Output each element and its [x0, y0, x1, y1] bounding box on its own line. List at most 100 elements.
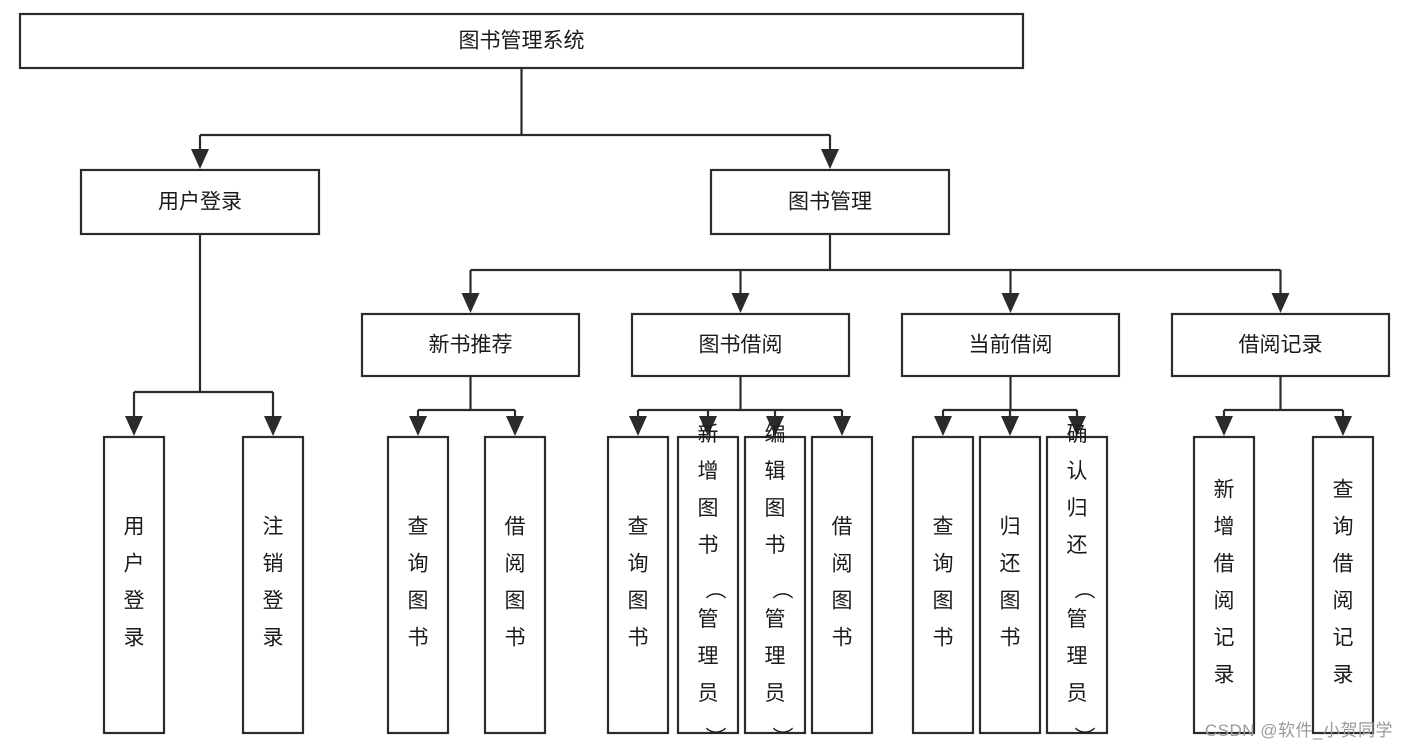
node-box-new-book-recommend [360, 312, 581, 378]
node-box-current-borrow [900, 312, 1121, 378]
node-label-leaf-confirm-return-admin: 认 [1067, 460, 1088, 483]
node-box-leaf-user-login [102, 435, 166, 735]
node-box-leaf-add-book-admin [676, 435, 740, 735]
node-label-leaf-return-book: 图 [1000, 590, 1021, 613]
node-label-leaf-query-book-borrow: 查 [628, 516, 649, 539]
node-label-new-book-recommend: 新书推荐 [429, 334, 513, 357]
node-label-leaf-edit-book-admin: ） [770, 727, 793, 747]
node-label-leaf-query-book-recommend: 查 [408, 516, 429, 539]
node-label-leaf-return-book: 归 [1000, 516, 1021, 539]
node-book-borrow[interactable]: 图书借阅 [630, 312, 851, 378]
edge-arrowhead [766, 416, 784, 436]
node-label-current-borrow: 当前借阅 [969, 334, 1053, 357]
node-label-leaf-borrow-book: 书 [832, 627, 853, 650]
node-label-leaf-edit-book-admin: 理 [765, 645, 786, 668]
node-label-leaf-confirm-return-admin: 管 [1067, 608, 1088, 631]
node-box-leaf-query-book-borrow [606, 435, 670, 735]
node-box-leaf-return-book [978, 435, 1042, 735]
node-label-leaf-add-book-admin: 理 [698, 645, 719, 668]
node-box-leaf-edit-book-admin [743, 435, 807, 735]
node-box-leaf-confirm-return-admin [1045, 435, 1109, 735]
node-label-leaf-query-book-current: 图 [933, 590, 954, 613]
node-label-leaf-return-book: 书 [1000, 627, 1021, 650]
node-label-leaf-add-book-admin: 增 [698, 460, 719, 483]
node-label-leaf-borrow-book: 图 [832, 590, 853, 613]
node-label-leaf-edit-book-admin: 辑 [765, 460, 786, 483]
node-label-leaf-user-login: 户 [124, 553, 145, 576]
node-label-leaf-query-book-recommend: 书 [408, 627, 429, 650]
node-label-leaf-edit-book-admin: 管 [765, 608, 786, 631]
node-current-borrow[interactable]: 当前借阅 [900, 312, 1121, 378]
node-label-leaf-confirm-return-admin: ） [1072, 727, 1095, 747]
edge-arrowhead [1271, 293, 1290, 313]
node-user-login[interactable]: 用户登录 [79, 168, 321, 236]
node-label-leaf-add-book-admin: 图 [698, 497, 719, 520]
edge-arrowhead [125, 416, 143, 436]
node-borrow-records[interactable]: 借阅记录 [1170, 312, 1391, 378]
node-label-leaf-edit-book-admin: （ [770, 579, 793, 600]
node-box-leaf-query-book-recommend [386, 435, 450, 735]
node-label-leaf-edit-book-admin: 图 [765, 497, 786, 520]
node-label-user-login: 用户登录 [158, 191, 242, 214]
node-box-leaf-add-borrow-record [1192, 435, 1256, 735]
node-box-leaf-borrow-book [810, 435, 874, 735]
node-box-book-management [709, 168, 951, 236]
node-label-leaf-add-borrow-record: 阅 [1214, 590, 1235, 613]
node-label-book-borrow: 图书借阅 [699, 334, 783, 357]
edge-arrowhead [934, 416, 952, 436]
node-label-leaf-add-book-admin: 书 [698, 534, 719, 557]
node-label-leaf-query-borrow-record: 阅 [1333, 590, 1354, 613]
node-root[interactable]: 图书管理系统 [18, 12, 1025, 70]
node-label-leaf-query-book-current: 书 [933, 627, 954, 650]
node-label-leaf-borrow-book: 借 [832, 516, 853, 539]
node-label-leaf-confirm-return-admin: 还 [1067, 534, 1088, 557]
node-label-leaf-edit-book-admin: 书 [765, 534, 786, 557]
node-label-leaf-query-book-borrow: 书 [628, 627, 649, 650]
node-label-leaf-query-borrow-record: 录 [1333, 664, 1354, 687]
edge-arrowhead [1068, 416, 1086, 436]
edge-arrowhead [409, 416, 427, 436]
node-new-book-recommend[interactable]: 新书推荐 [360, 312, 581, 378]
node-label-leaf-add-borrow-record: 录 [1214, 664, 1235, 687]
edge-arrowhead [191, 149, 209, 169]
edge-arrowhead [833, 416, 851, 436]
node-label-leaf-add-book-admin: 员 [698, 682, 719, 705]
node-label-leaf-add-borrow-record: 新 [1214, 479, 1235, 502]
node-label-leaf-edit-book-admin: 员 [765, 682, 786, 705]
node-label-leaf-query-book-borrow: 图 [628, 590, 649, 613]
node-label-leaf-return-book: 还 [1000, 553, 1021, 576]
edge-arrowhead [506, 416, 524, 436]
node-box-borrow-records [1170, 312, 1391, 378]
node-label-leaf-add-borrow-record: 增 [1214, 516, 1235, 539]
node-box-root [18, 12, 1025, 70]
edge-arrowhead [1334, 416, 1352, 436]
node-box-leaf-query-borrow-record [1311, 435, 1375, 735]
node-label-leaf-borrow-book: 阅 [832, 553, 853, 576]
node-box-leaf-borrow-book-recommend [483, 435, 547, 735]
edge-arrowhead [699, 416, 717, 436]
node-leaf-user-login[interactable]: 用户登录 [102, 435, 166, 735]
node-box-user-login [79, 168, 321, 236]
node-label-leaf-confirm-return-admin: 员 [1067, 682, 1088, 705]
node-label-leaf-query-book-borrow: 询 [628, 553, 649, 576]
node-label-leaf-add-book-admin: （ [703, 579, 726, 600]
edge-arrowhead [1001, 416, 1019, 436]
node-label-leaf-confirm-return-admin: 归 [1067, 497, 1088, 520]
edges-layer [125, 68, 1352, 436]
node-box-book-borrow [630, 312, 851, 378]
node-book-management[interactable]: 图书管理 [709, 168, 951, 236]
node-label-leaf-logout-login: 登 [263, 590, 284, 613]
